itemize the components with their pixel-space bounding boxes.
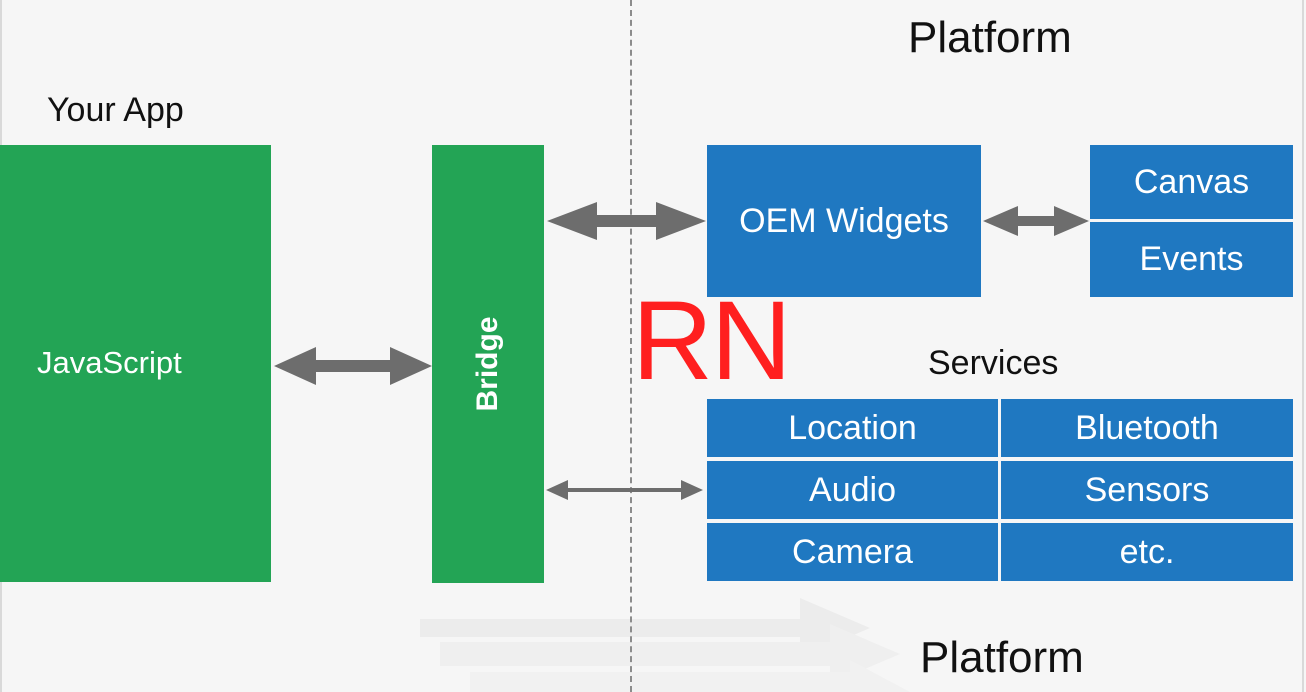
faded-arrow-3 — [470, 660, 910, 692]
bridge-box: Bridge — [432, 145, 544, 583]
service-label: etc. — [1119, 532, 1175, 571]
oem-widgets-box: OEM Widgets — [707, 145, 981, 297]
canvas-box: Canvas — [1090, 145, 1293, 219]
services-heading: Services — [928, 344, 1059, 382]
right-border — [1302, 0, 1304, 692]
events-label: Events — [1139, 240, 1244, 278]
service-bluetooth: Bluetooth — [1001, 399, 1293, 457]
service-label: Bluetooth — [1075, 408, 1219, 447]
service-label: Audio — [809, 470, 896, 509]
faded-arrow-1 — [420, 598, 870, 658]
service-camera: Camera — [707, 523, 998, 581]
canvas-label: Canvas — [1133, 162, 1250, 201]
service-etc: etc. — [1001, 523, 1293, 581]
your-app-heading: Your App — [47, 91, 184, 129]
javascript-label: JavaScript — [37, 345, 182, 380]
service-label: Location — [788, 408, 917, 447]
service-audio: Audio — [707, 461, 998, 519]
platform-divider — [630, 0, 632, 692]
service-sensors: Sensors — [1001, 461, 1293, 519]
javascript-bridge-arrow — [274, 347, 432, 385]
service-label: Camera — [792, 532, 913, 571]
rn-overlay-label: RN — [632, 278, 792, 403]
bridge-oem-arrow — [547, 202, 706, 240]
javascript-box: JavaScript — [0, 145, 271, 582]
faded-arrow-2 — [440, 624, 900, 684]
service-label: Sensors — [1084, 470, 1210, 509]
platform-bottom-heading: Platform — [920, 633, 1084, 682]
bridge-services-arrow — [546, 480, 703, 500]
oem-widgets-label: OEM Widgets — [739, 201, 949, 240]
events-box: Events — [1090, 222, 1293, 297]
service-location: Location — [707, 399, 998, 457]
oem-canvas-arrow — [983, 206, 1089, 236]
platform-top-heading: Platform — [908, 13, 1072, 62]
